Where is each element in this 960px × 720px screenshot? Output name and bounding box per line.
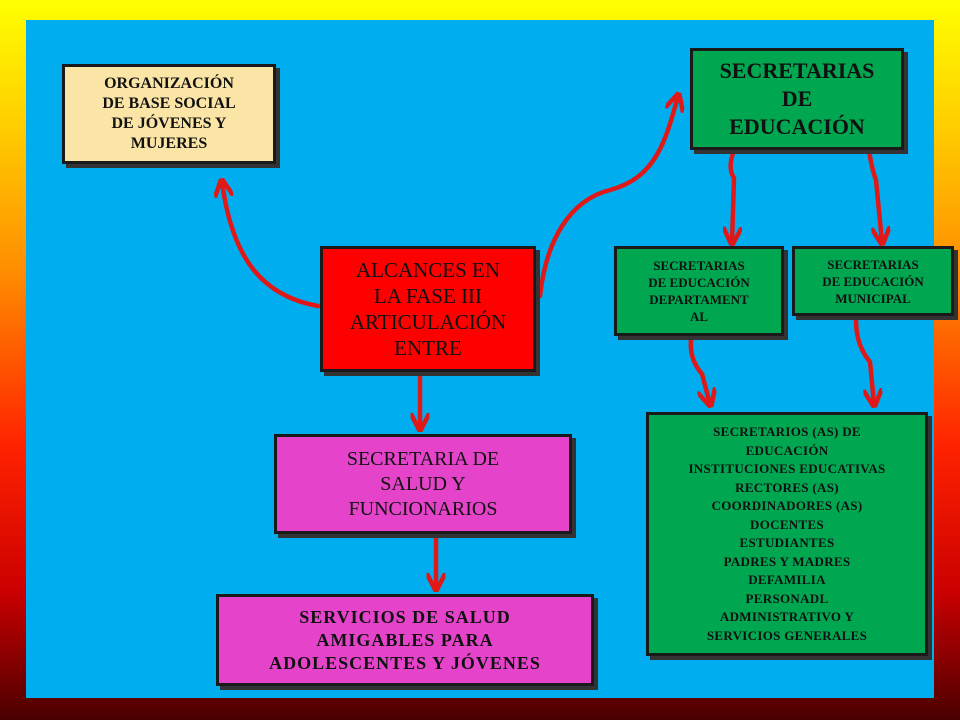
arrow-municipal-to-actores xyxy=(853,317,874,404)
arrow-departamental-to-actores xyxy=(688,323,710,404)
arrow-to-organizacion xyxy=(222,182,321,309)
node-actores-educativos: SECRETARIOS (AS) DE EDUCACIÓN INSTITUCIO… xyxy=(646,412,928,656)
node-municipal-label: SECRETARIAS DE EDUCACIÓN MUNICIPAL xyxy=(822,256,924,306)
node-actores-label: SECRETARIOS (AS) DE EDUCACIÓN INSTITUCIO… xyxy=(688,424,886,643)
node-alcances-label: ALCANCES EN LA FASE III ARTICULACIÓN ENT… xyxy=(349,258,507,360)
arrow-to-secretarias-educacion xyxy=(537,96,678,299)
node-secretarias-departamental: SECRETARIAS DE EDUCACIÓN DEPARTAMENT AL xyxy=(614,246,784,336)
node-secretaria-salud: SECRETARIA DE SALUD Y FUNCIONARIOS xyxy=(274,434,572,534)
node-secretarias-municipal: SECRETARIAS DE EDUCACIÓN MUNICIPAL xyxy=(792,246,954,316)
node-secretaria-salud-label: SECRETARIA DE SALUD Y FUNCIONARIOS xyxy=(346,447,500,520)
node-departamental-label: SECRETARIAS DE EDUCACIÓN DEPARTAMENT AL xyxy=(648,258,750,324)
node-servicios-salud-amigables: SERVICIOS DE SALUD AMIGABLES PARA ADOLES… xyxy=(216,594,594,686)
node-secretarias-educacion-label: SECRETARIAS DE EDUCACIÓN xyxy=(719,58,875,139)
node-servicios-label: SERVICIOS DE SALUD AMIGABLES PARA ADOLES… xyxy=(269,606,541,673)
node-alcances-fase-iii: ALCANCES EN LA FASE III ARTICULACIÓN ENT… xyxy=(320,246,536,372)
node-organizacion-label: ORGANIZACIÓN DE BASE SOCIAL DE JÓVENES Y… xyxy=(102,75,236,152)
node-organizacion-base-social: ORGANIZACIÓN DE BASE SOCIAL DE JÓVENES Y… xyxy=(62,64,276,164)
arrow-to-departamental xyxy=(731,133,738,242)
node-secretarias-educacion: SECRETARIAS DE EDUCACIÓN xyxy=(690,48,904,150)
